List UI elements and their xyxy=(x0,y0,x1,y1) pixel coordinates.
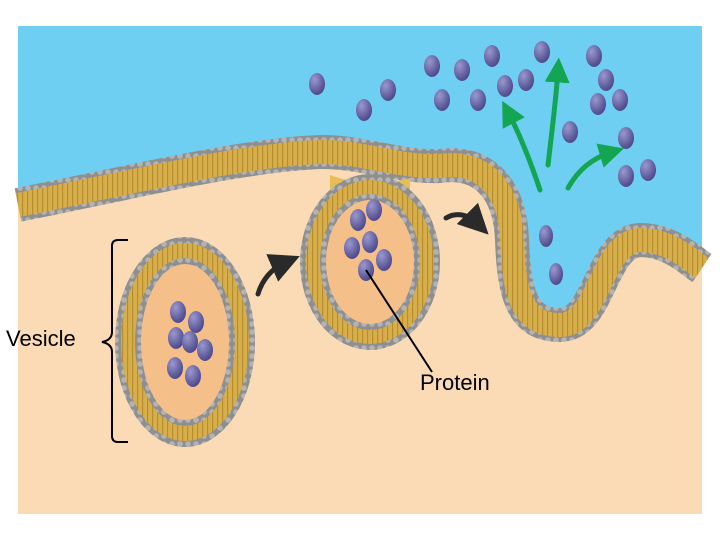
release-arrow-icon xyxy=(502,57,624,193)
protein xyxy=(518,69,534,91)
protein xyxy=(380,79,396,101)
protein xyxy=(434,89,450,111)
protein xyxy=(350,209,366,231)
protein xyxy=(344,237,360,259)
protein xyxy=(376,249,392,271)
protein xyxy=(612,89,628,111)
protein xyxy=(470,89,486,111)
protein xyxy=(168,327,184,349)
protein-leader-line xyxy=(365,269,433,373)
vesicle-bracket xyxy=(101,239,128,443)
release-arrow xyxy=(565,143,624,191)
protein xyxy=(562,121,578,143)
protein xyxy=(497,75,513,97)
protein xyxy=(424,55,440,77)
protein xyxy=(586,45,602,67)
protein xyxy=(454,59,470,81)
protein xyxy=(182,331,198,353)
release-arrow xyxy=(502,100,543,193)
protein xyxy=(185,365,201,387)
protein xyxy=(309,73,325,95)
protein xyxy=(188,311,204,333)
movement-arrow xyxy=(255,254,300,297)
protein xyxy=(640,159,656,181)
protein xyxy=(598,69,614,91)
curved-arrow-icon xyxy=(255,202,489,297)
protein xyxy=(356,99,372,121)
movement-arrow xyxy=(443,202,489,235)
protein xyxy=(197,339,213,361)
protein xyxy=(366,199,382,221)
protein xyxy=(590,93,606,115)
protein xyxy=(618,127,634,149)
protein xyxy=(539,225,553,247)
protein xyxy=(167,357,183,379)
vesicle-label: Vesicle xyxy=(6,326,76,351)
protein xyxy=(534,41,550,63)
protein xyxy=(170,301,186,323)
proteins xyxy=(167,41,656,387)
release-arrow xyxy=(544,57,570,168)
protein xyxy=(484,45,500,67)
protein xyxy=(618,165,634,187)
protein xyxy=(549,263,563,285)
protein xyxy=(362,231,378,253)
protein-label: Protein xyxy=(420,370,490,395)
